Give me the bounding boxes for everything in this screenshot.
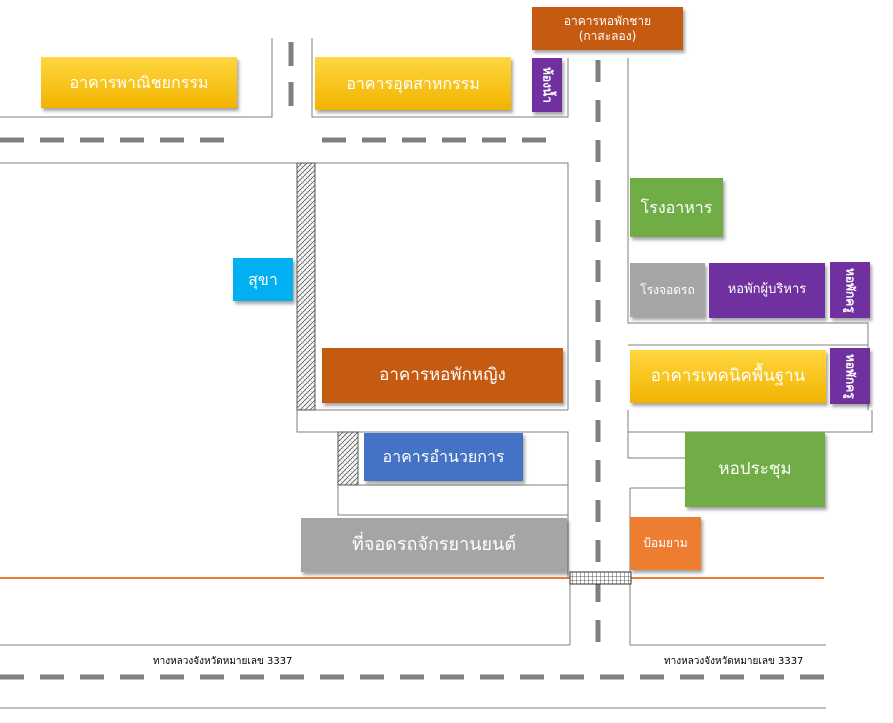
toilet-top-label: ห้องน้ำ xyxy=(540,67,555,103)
building-exec-dorm-side: หอพักครู xyxy=(830,262,870,318)
building-basic-tech: อาคารเทคนิคพื้นฐาน xyxy=(630,350,826,403)
building-hall: หอประชุม xyxy=(685,432,825,507)
building-commerce: อาคารพาณิชยกรรม xyxy=(41,57,237,108)
male-dorm-line2: (กาสะลอง) xyxy=(578,28,637,43)
building-guard: ป้อมยาม xyxy=(630,517,701,570)
male-dorm-line1: อาคารหอพักชาย xyxy=(563,13,652,28)
road-dashes xyxy=(0,42,826,680)
building-motorbike-parking: ที่จอดรถจักรยานยนต์ xyxy=(301,518,567,572)
building-toilet-top: ห้องน้ำ xyxy=(532,58,562,112)
exec-dorm-side-label: หอพักครู xyxy=(843,267,858,313)
building-basic-tech-side: หอพักครู xyxy=(830,348,870,404)
hatched-walkway xyxy=(296,162,316,411)
hatched-walkway-small xyxy=(337,431,359,486)
building-garage: โรงจอดรถ xyxy=(630,263,705,317)
road-label-right: ทางหลวงจังหวัดหมายเลข 3337 xyxy=(664,656,804,667)
road-label-left: ทางหลวงจังหวัดหมายเลข 3337 xyxy=(153,656,293,667)
building-male-dorm: อาคารหอพักชาย (กาสะลอง) xyxy=(532,7,683,50)
block-outlines xyxy=(0,38,873,709)
building-canteen: โรงอาหาร xyxy=(630,178,723,237)
building-industry: อาคารอุตสาหกรรม xyxy=(315,57,511,110)
building-exec-dorm: หอพักผู้บริหาร xyxy=(709,263,825,318)
building-female-dorm: อาคารหอพักหญิง xyxy=(322,348,563,403)
basic-tech-side-label: หอพักครู xyxy=(843,353,858,399)
building-clinic: สุขา xyxy=(233,258,293,301)
building-admin: อาคารอำนวยการ xyxy=(364,433,523,481)
gate-grid xyxy=(569,571,632,585)
